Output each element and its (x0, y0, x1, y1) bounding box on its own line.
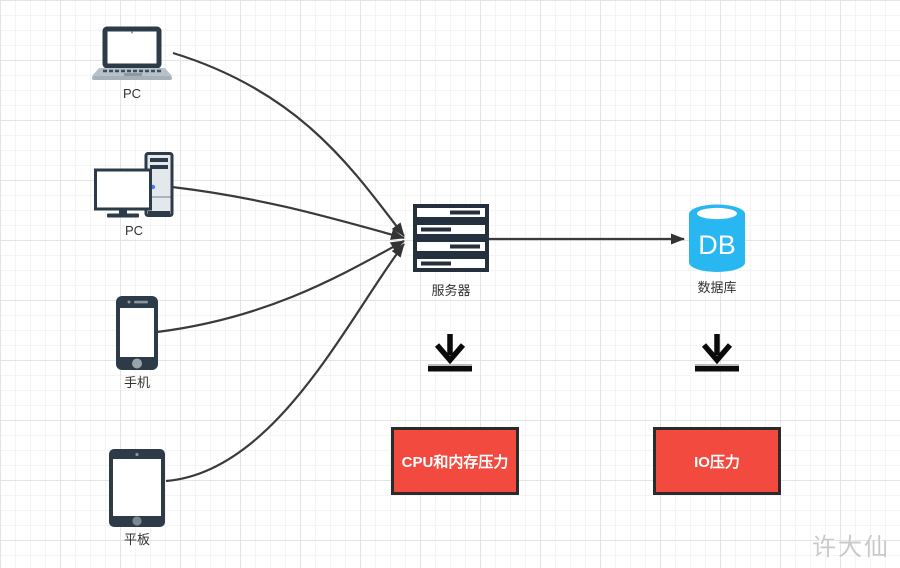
node-label: 数据库 (697, 280, 737, 295)
node-label: 手机 (123, 375, 150, 390)
node-server[interactable]: 服务器 (412, 204, 490, 298)
edge-phone-server (156, 240, 405, 334)
node-label: PC (124, 223, 144, 238)
download-arrow-icon (428, 334, 472, 372)
node-desktop[interactable]: PC (94, 152, 174, 238)
watermark: 许大仙 (812, 534, 890, 561)
io-pressure-box[interactable]: IO压力 (653, 427, 781, 495)
download-arrow-icon (695, 334, 739, 372)
node-tablet[interactable]: 平板 (108, 448, 166, 547)
node-label: 平板 (123, 532, 150, 547)
database-cylinder-icon: DB (689, 204, 745, 272)
edge-laptop-server (172, 51, 405, 237)
tablet-icon (109, 449, 165, 527)
edge-tablet-server (165, 243, 405, 483)
edge-desktop-server (171, 185, 405, 240)
node-laptop[interactable]: PC (91, 26, 173, 101)
node-label: 服务器 (431, 283, 471, 298)
laptop-icon (92, 26, 172, 80)
node-phone[interactable]: 手机 (115, 295, 159, 390)
desktop-pc-icon (94, 152, 174, 218)
node-label: PC (122, 86, 142, 101)
server-rack-icon (413, 204, 489, 272)
node-database[interactable]: DB 数据库 (688, 203, 746, 295)
smartphone-icon (116, 296, 158, 370)
database-glyph: DB (698, 230, 736, 260)
cpu-memory-pressure-box[interactable]: CPU和内存压力 (391, 427, 519, 495)
